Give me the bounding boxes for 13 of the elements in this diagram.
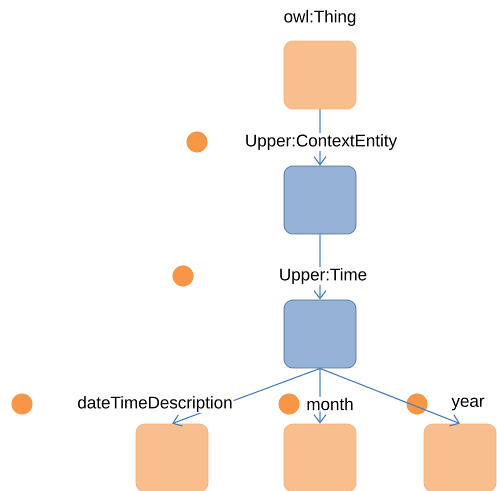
class-label: Upper:ContextEntity: [244, 133, 398, 151]
class-label: owl:Thing: [282, 9, 358, 27]
class-box: [284, 424, 356, 491]
class-label: year: [450, 396, 486, 412]
class-box: [284, 166, 356, 234]
class-box: [424, 424, 496, 491]
class-box: [284, 300, 356, 368]
class-box: [136, 424, 208, 491]
arrow: [320, 368, 460, 426]
class-box: [284, 40, 356, 110]
class-label: dateTimeDescription: [76, 395, 234, 413]
class-label: month: [305, 396, 355, 412]
class-label: Upper:Time: [278, 267, 368, 285]
